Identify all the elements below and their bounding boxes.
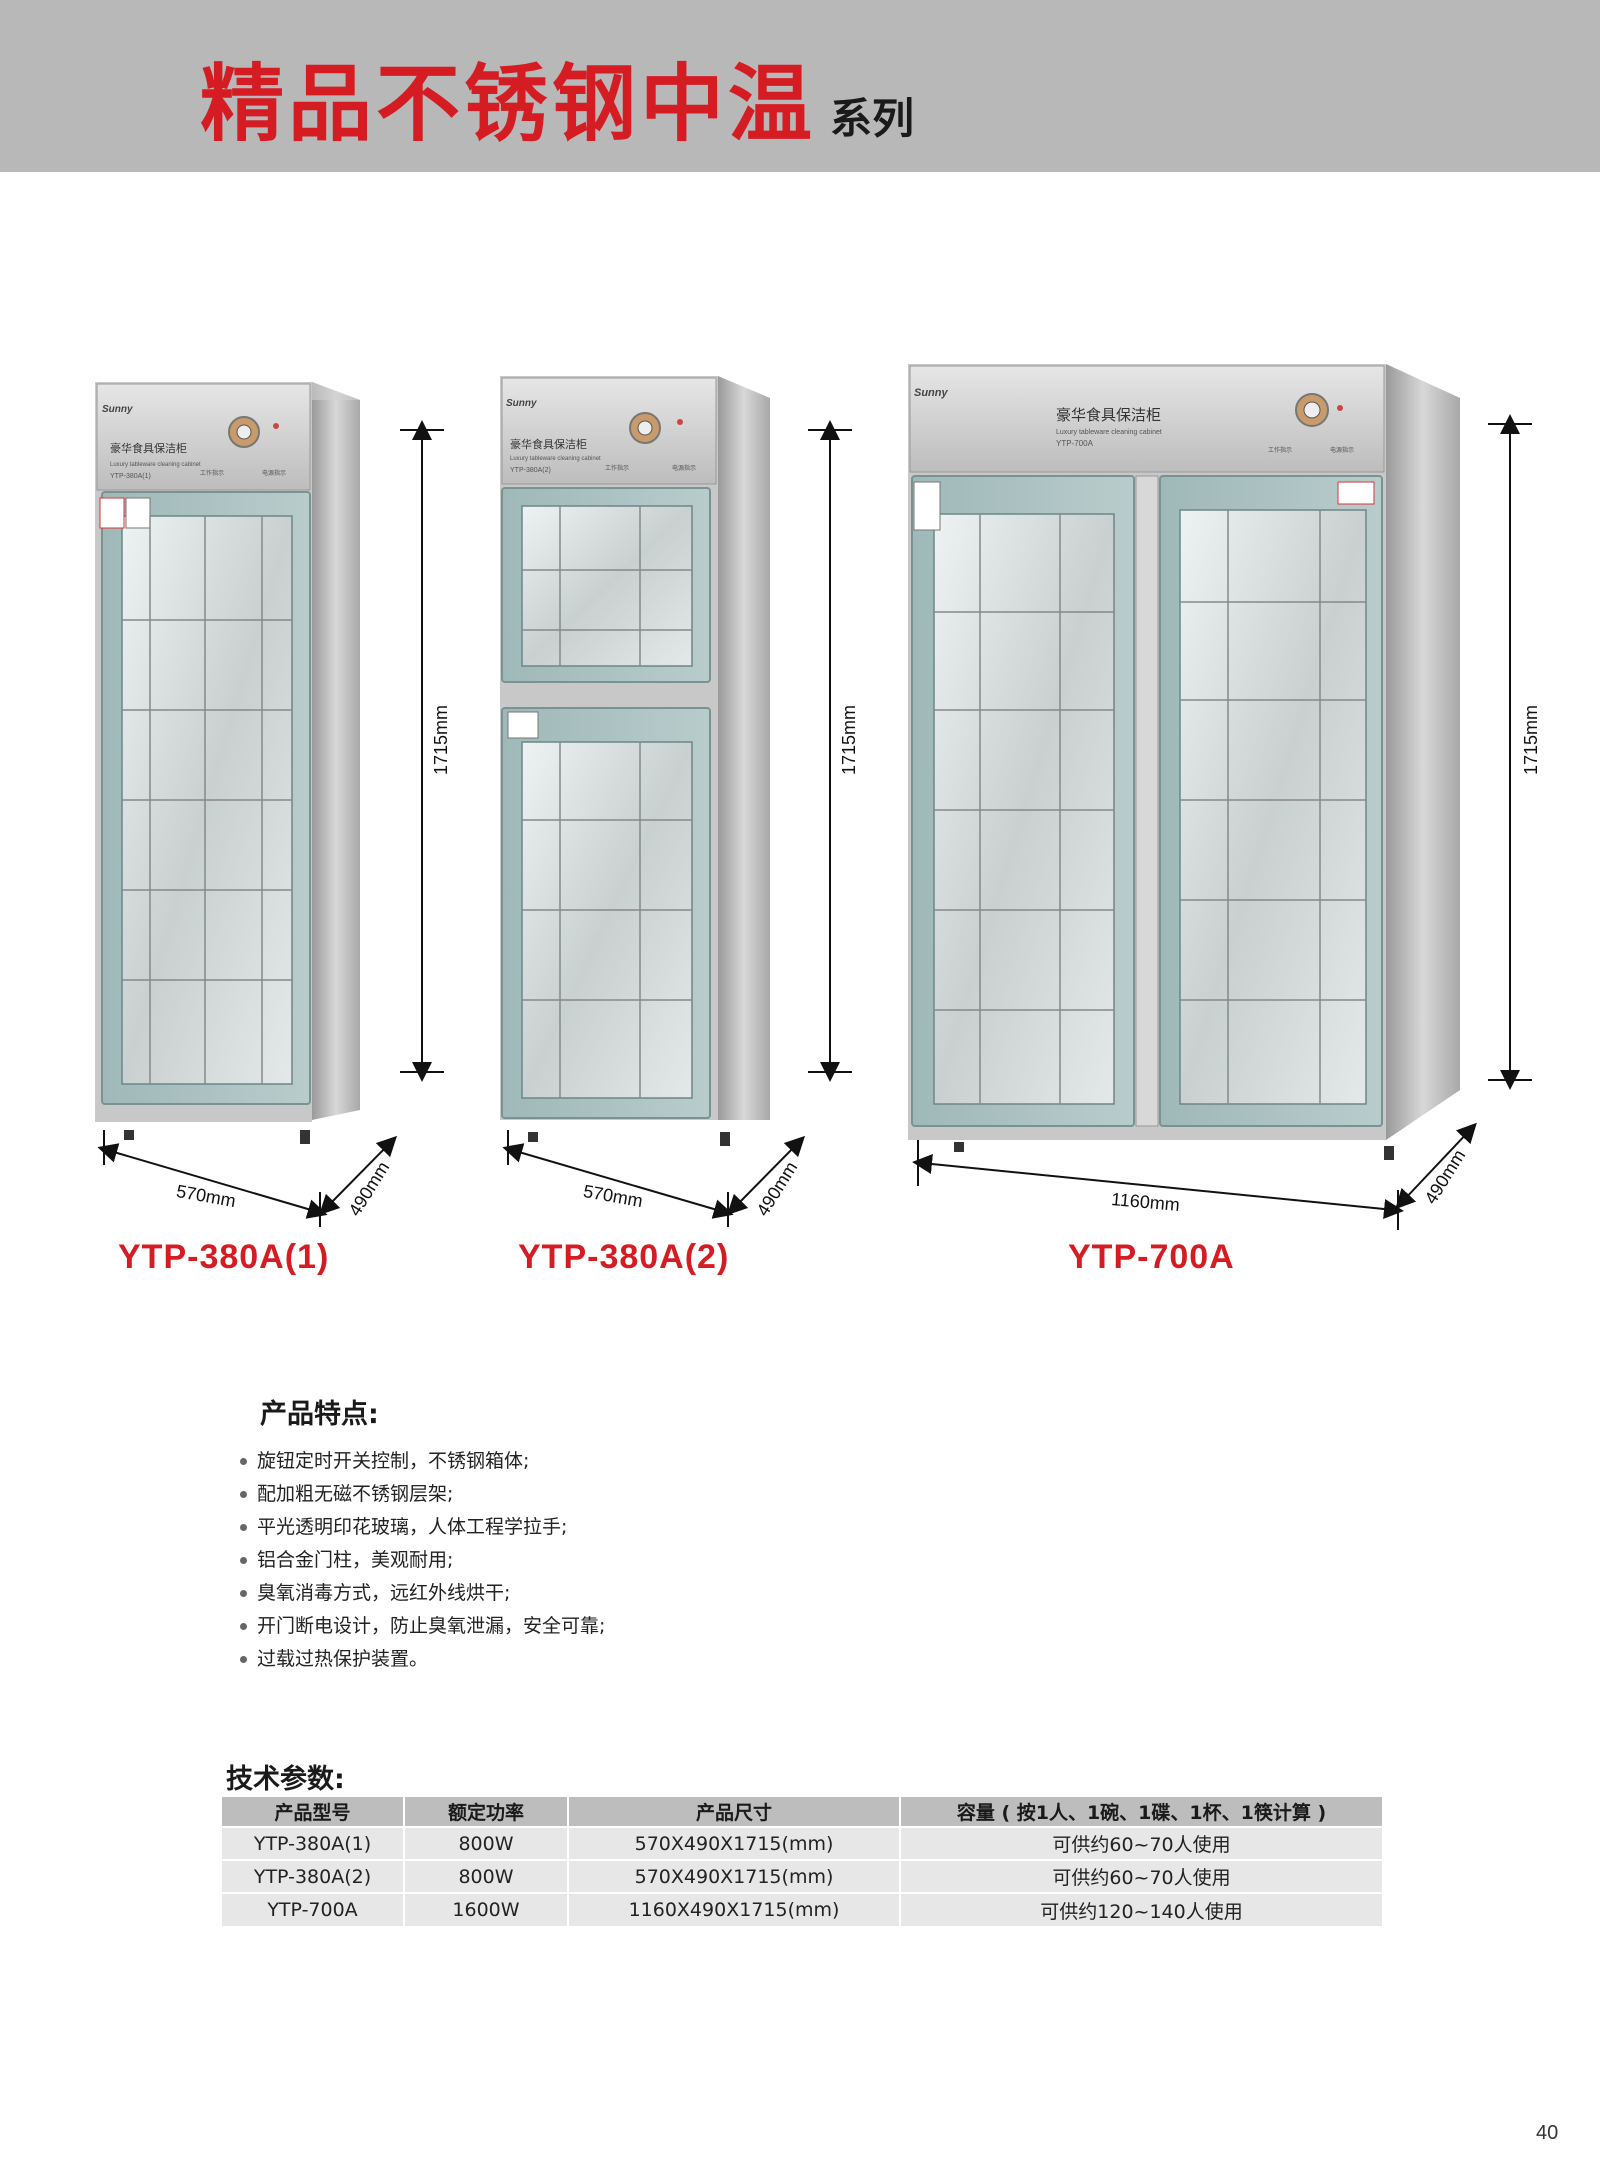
panel-model: YTP-380A(2) xyxy=(510,467,551,474)
page-title: 精品不锈钢中温 xyxy=(200,55,817,153)
product-illustrations: Sunny 豪华食具保洁柜 Luxury tableware cleaning … xyxy=(95,364,1541,1230)
cell-model: YTP-380A(2) xyxy=(222,1859,405,1893)
cell-capacity: 可供约60~70人使用 xyxy=(900,1826,1382,1860)
width-dim: 1160mm xyxy=(1110,1189,1180,1215)
power-indicator: 电源指示 xyxy=(672,464,696,472)
cell-capacity: 可供约120~140人使用 xyxy=(900,1892,1382,1926)
feature-item: 旋钮定时开关控制，不锈钢箱体; xyxy=(240,1445,605,1478)
column-header: 产品型号 xyxy=(222,1797,405,1827)
work-indicator: 工作指示 xyxy=(605,464,629,472)
cell-power: 800W xyxy=(404,1826,569,1860)
model-label-ytp-700a: YTP-700A xyxy=(1068,1238,1235,1276)
svg-text:Sunny: Sunny xyxy=(102,404,133,415)
column-header: 产品尺寸 xyxy=(568,1797,901,1827)
feature-item: 臭氧消毒方式，远红外线烘干; xyxy=(240,1577,605,1610)
height-dim: 1715mm xyxy=(839,705,859,775)
work-indicator: 工作指示 xyxy=(200,469,224,477)
model-label-ytp-380a-2: YTP-380A(2) xyxy=(518,1238,730,1276)
column-header: 容量 ( 按1人、1碗、1碟、1杯、1筷计算 ) xyxy=(900,1797,1382,1827)
panel-title: 豪华食具保洁柜 xyxy=(1056,406,1161,424)
panel-subtitle: Luxury tableware cleaning cabinet xyxy=(510,456,601,462)
panel-model: YTP-700A xyxy=(1056,439,1094,448)
depth-dim: 490mm xyxy=(753,1158,802,1220)
cabinet-ytp-380a-2: Sunny 豪华食具保洁柜 Luxury tableware cleaning … xyxy=(500,376,770,1146)
height-dim: 1715mm xyxy=(431,705,451,775)
cell-size: 1160X490X1715(mm) xyxy=(568,1892,901,1926)
cell-size: 570X490X1715(mm) xyxy=(568,1826,901,1860)
model-label-ytp-380a-1: YTP-380A(1) xyxy=(118,1238,330,1276)
power-indicator: 电源指示 xyxy=(1330,446,1354,454)
cell-power: 1600W xyxy=(404,1892,569,1926)
cell-size: 570X490X1715(mm) xyxy=(568,1859,901,1893)
cell-model: YTP-380A(1) xyxy=(222,1826,405,1860)
page-subtitle: 系列 xyxy=(830,94,915,143)
svg-text:Sunny: Sunny xyxy=(914,387,948,399)
bullet-icon xyxy=(240,1557,247,1564)
tech-heading: 技术参数: xyxy=(226,1764,345,1795)
cell-power: 800W xyxy=(404,1859,569,1893)
bullet-icon xyxy=(240,1590,247,1597)
cell-capacity: 可供约60~70人使用 xyxy=(900,1859,1382,1893)
features-section: 产品特点: 旋钮定时开关控制，不锈钢箱体; 配加粗无磁不锈钢层架; 平光透明印花… xyxy=(240,1392,605,1676)
feature-item: 配加粗无磁不锈钢层架; xyxy=(240,1478,605,1511)
panel-title: 豪华食具保洁柜 xyxy=(510,437,587,451)
work-indicator: 工作指示 xyxy=(1268,446,1292,454)
panel-subtitle: Luxury tableware cleaning cabinet xyxy=(110,462,201,468)
cabinet-ytp-380a-1: Sunny 豪华食具保洁柜 Luxury tableware cleaning … xyxy=(95,382,360,1144)
bullet-icon xyxy=(240,1524,247,1531)
bullet-icon xyxy=(240,1458,247,1465)
feature-item: 过载过热保护装置。 xyxy=(240,1643,605,1676)
power-indicator: 电源指示 xyxy=(262,469,286,477)
page-header xyxy=(0,0,1600,172)
table-row: YTP-700A 1600W 1160X490X1715(mm) 可供约120~… xyxy=(222,1892,1382,1926)
bullet-icon xyxy=(240,1656,247,1663)
bullet-icon xyxy=(240,1491,247,1498)
cabinet-ytp-700a: Sunny 豪华食具保洁柜 Luxury tableware cleaning … xyxy=(908,364,1460,1160)
panel-title: 豪华食具保洁柜 xyxy=(110,441,187,455)
feature-item: 平光透明印花玻璃，人体工程学拉手; xyxy=(240,1511,605,1544)
cell-model: YTP-700A xyxy=(222,1892,405,1926)
table-row: YTP-380A(1) 800W 570X490X1715(mm) 可供约60~… xyxy=(222,1826,1382,1860)
bullet-icon xyxy=(240,1623,247,1630)
svg-text:Sunny: Sunny xyxy=(506,398,537,409)
depth-dim: 490mm xyxy=(345,1158,394,1220)
features-list: 旋钮定时开关控制，不锈钢箱体; 配加粗无磁不锈钢层架; 平光透明印花玻璃，人体工… xyxy=(240,1445,605,1676)
feature-item: 铝合金门柱，美观耐用; xyxy=(240,1544,605,1577)
features-heading: 产品特点: xyxy=(260,1399,379,1430)
table-row: YTP-380A(2) 800W 570X490X1715(mm) 可供约60~… xyxy=(222,1859,1382,1893)
page-number: 40 xyxy=(1536,2122,1559,2144)
height-dim: 1715mm xyxy=(1521,705,1541,775)
spec-header-row: 产品型号 额定功率 产品尺寸 容量 ( 按1人、1碗、1碟、1杯、1筷计算 ) xyxy=(222,1797,1382,1827)
spec-table: 产品型号 额定功率 产品尺寸 容量 ( 按1人、1碗、1碟、1杯、1筷计算 ) … xyxy=(222,1797,1382,1926)
column-header: 额定功率 xyxy=(404,1797,569,1827)
feature-item: 开门断电设计，防止臭氧泄漏，安全可靠; xyxy=(240,1610,605,1643)
panel-model: YTP-380A(1) xyxy=(110,473,151,480)
panel-subtitle: Luxury tableware cleaning cabinet xyxy=(1056,429,1162,436)
